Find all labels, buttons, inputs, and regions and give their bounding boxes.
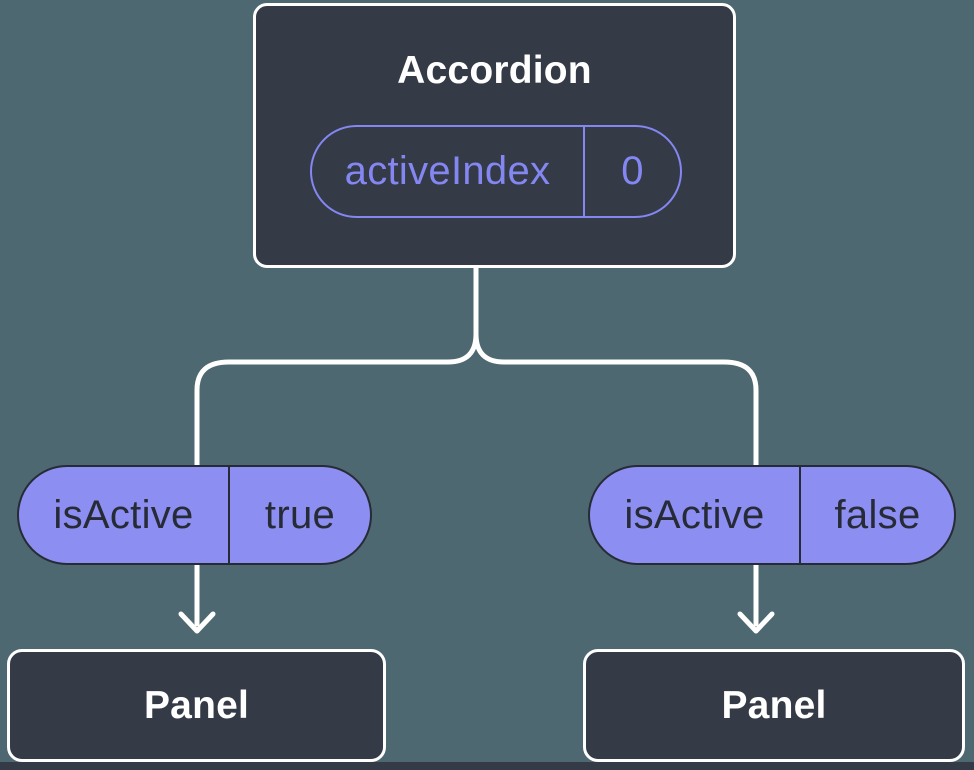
panel-title: Panel bbox=[143, 683, 250, 727]
panel-component-node-right: Panel bbox=[583, 649, 965, 762]
accordion-title: Accordion bbox=[397, 49, 592, 92]
prop-pill-isactive-right: isActive false bbox=[588, 465, 956, 565]
prop-value: true bbox=[264, 492, 336, 537]
fork-line-right bbox=[473, 331, 759, 627]
arrowhead-down-right-icon bbox=[737, 611, 775, 634]
prop-name: isActive bbox=[19, 467, 230, 563]
prop-name: isActive bbox=[590, 467, 801, 563]
state-value: 0 bbox=[621, 149, 644, 193]
fork-line-left bbox=[194, 261, 479, 627]
accordion-component-node: Accordion activeIndex 0 bbox=[253, 3, 736, 268]
arrowhead-down-left-icon bbox=[178, 611, 216, 634]
panel-title: Panel bbox=[721, 683, 827, 727]
panel-component-node-left: Panel bbox=[7, 649, 386, 762]
bottom-edge-strip bbox=[0, 762, 974, 770]
state-name: activeIndex bbox=[312, 127, 585, 216]
prop-pill-isactive-left: isActive true bbox=[17, 465, 372, 565]
state-pill-activeindex: activeIndex 0 bbox=[310, 125, 682, 218]
prop-value: false bbox=[834, 492, 921, 537]
